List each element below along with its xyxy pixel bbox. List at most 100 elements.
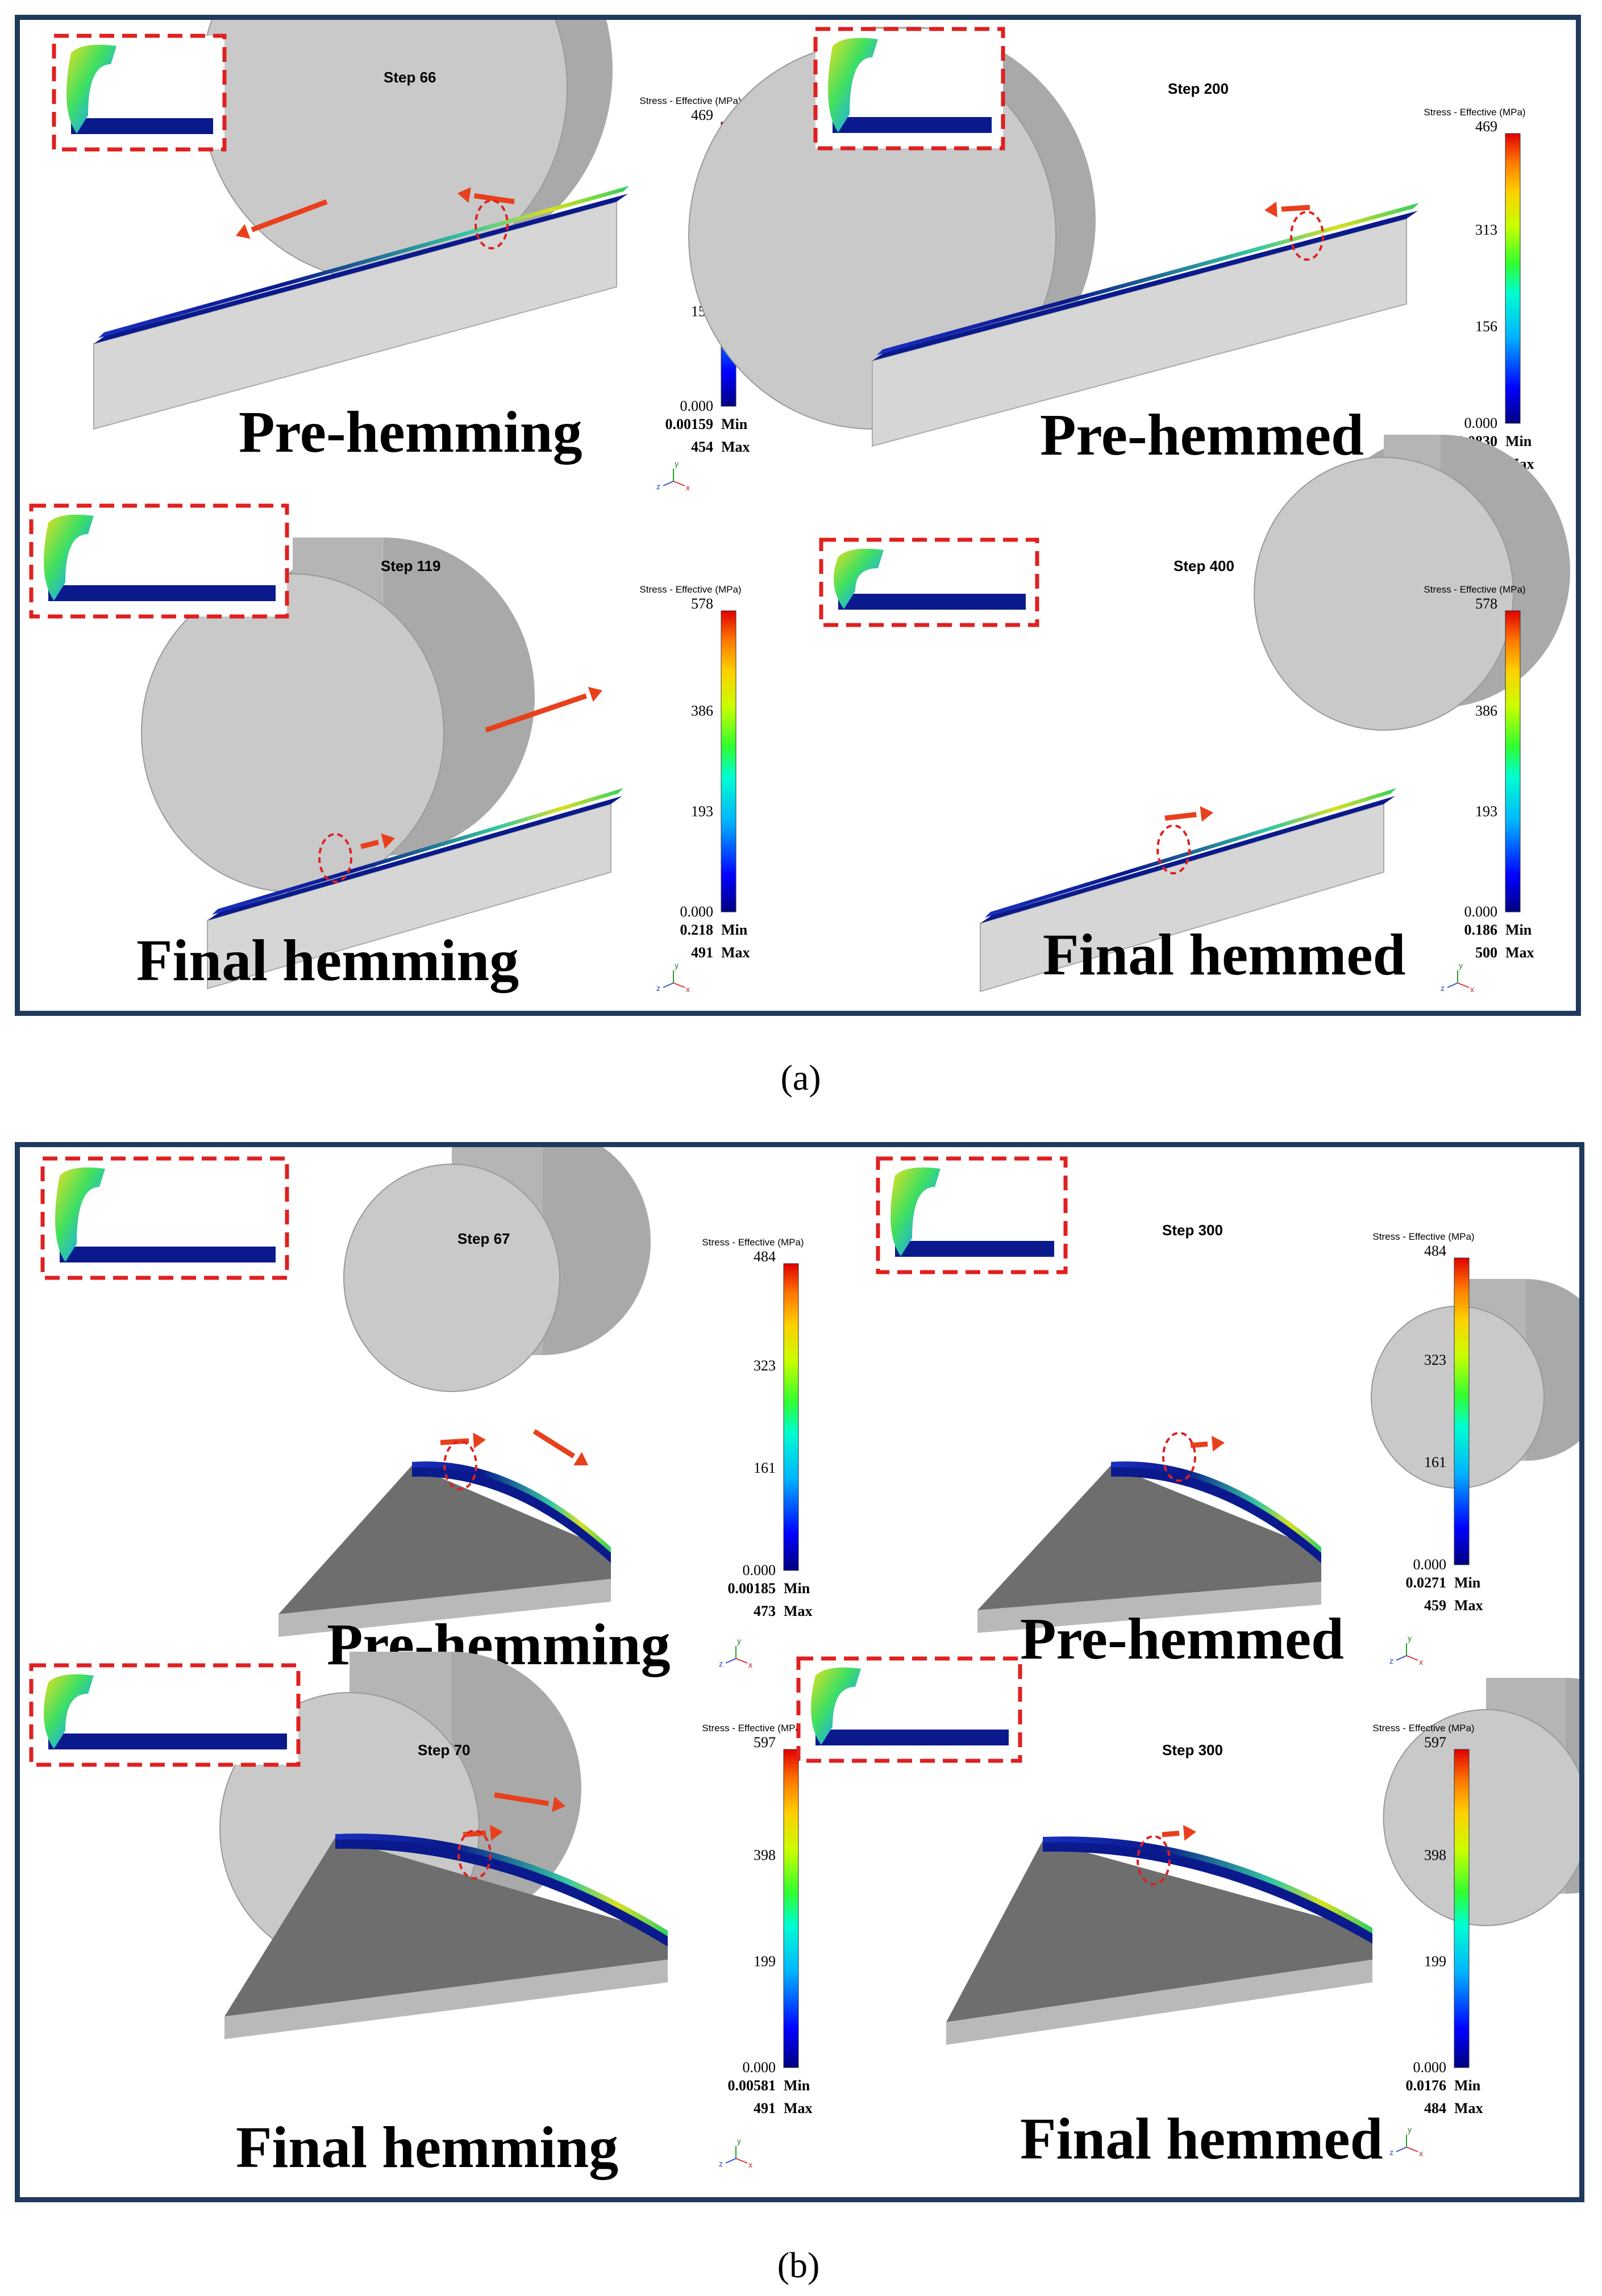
legend-tick-label: 161 — [754, 1460, 776, 1476]
inset-hem-profile — [811, 1667, 861, 1745]
axis-z-label: z — [1389, 1656, 1393, 1665]
legend-tick-label: 597 — [1424, 1734, 1446, 1751]
axis-y-label: y — [675, 961, 679, 970]
stage-label: Pre-hemmed — [1020, 1606, 1344, 1672]
min-label: Min — [1454, 1574, 1481, 1591]
figure-b-caption: (b) — [777, 2245, 820, 2285]
legend-tick-label: 0.000 — [1464, 903, 1498, 920]
step-label: Step 400 — [1174, 557, 1234, 574]
inset-flange — [48, 1734, 287, 1749]
min-label: Min — [721, 416, 748, 432]
min-label: Min — [1505, 433, 1532, 449]
motion-arrow — [1164, 806, 1213, 822]
step-label: Step 70 — [418, 1741, 471, 1759]
max-label: Max — [784, 1603, 813, 1619]
min-value: 0.0271 — [1406, 1574, 1447, 1591]
hemmed-flange — [98, 186, 629, 338]
legend-tick-label: 386 — [691, 703, 713, 719]
legend-tick-label: 578 — [691, 595, 713, 612]
legend-tick-label: 193 — [691, 803, 713, 819]
legend-tick-label: 597 — [754, 1734, 776, 1751]
legend-title: Stress - Effective (MPa) — [1372, 1231, 1474, 1242]
contact-region-marker — [1156, 824, 1191, 874]
max-label: Max — [721, 944, 750, 961]
die-wedge — [946, 1836, 1372, 2045]
axis-x-label: x — [748, 1660, 752, 1669]
inset-hem-profile — [55, 1167, 105, 1262]
axis-z-label: z — [656, 482, 660, 491]
stage-label: Final hemming — [136, 928, 519, 993]
hem-section-inset — [40, 1156, 289, 1280]
legend-tick-label: 323 — [754, 1357, 776, 1374]
axis-y-label: y — [1408, 1634, 1412, 1643]
max-label: Max — [1454, 1597, 1483, 1614]
axis-x-label: x — [1419, 1657, 1423, 1666]
hem-section-inset — [796, 1656, 1022, 1763]
stress-legend: Stress - Effective (MPa)5783861930.0000.… — [639, 584, 750, 961]
die-wedge — [224, 1834, 668, 2039]
motion-arrow — [457, 187, 515, 205]
motion-arrow — [485, 686, 602, 733]
min-value: 0.00185 — [728, 1580, 776, 1597]
max-value: 491 — [691, 944, 713, 961]
roller-face — [343, 1164, 560, 1392]
legend-tick-label: 0.000 — [743, 1562, 776, 1578]
legend-tick-label: 199 — [754, 1953, 776, 1969]
roller-tool — [1383, 1678, 1579, 1926]
min-label: Min — [784, 1580, 810, 1597]
roller-tool — [1254, 435, 1570, 731]
max-label: Max — [1454, 2100, 1483, 2116]
color-scale-bar — [721, 610, 736, 912]
inset-hem-profile — [834, 548, 884, 609]
max-label: Max — [784, 2100, 813, 2116]
axis-triad-icon: yxz — [719, 2136, 752, 2169]
inset-hem-profile — [44, 1674, 94, 1749]
roller-tool — [141, 537, 535, 893]
legend-title: Stress - Effective (MPa) — [1424, 584, 1525, 595]
stress-legend: Stress - Effective (MPa)4693131560.0000.… — [1424, 107, 1534, 472]
axis-triad-icon: y x z — [1389, 1634, 1423, 1666]
contact-region-marker — [475, 199, 509, 249]
axis-y-label: y — [737, 1636, 741, 1645]
legend-tick-label: 193 — [1475, 803, 1497, 819]
color-scale-bar — [783, 1749, 799, 2068]
hem-section-inset — [876, 1156, 1068, 1274]
color-scale-bar — [783, 1263, 799, 1571]
min-label: Min — [1454, 2077, 1481, 2094]
hem-section-inset — [819, 537, 1039, 627]
legend-title: Stress - Effective (MPa) — [702, 1237, 804, 1248]
die-wedge — [977, 1461, 1321, 1633]
inset-flange — [895, 1241, 1054, 1257]
inset-flange — [833, 117, 992, 133]
die-block — [207, 788, 623, 990]
axis-z-label: z — [719, 1659, 723, 1668]
stage-label: Final hemmed — [1020, 2106, 1383, 2172]
stress-legend: Stress - Effective (MPa)5973981990.0000.… — [1372, 1723, 1483, 2116]
stage-label: Pre-hemming — [239, 399, 582, 465]
max-value: 459 — [1424, 1597, 1446, 1614]
stage-label: Pre-hemmed — [1040, 402, 1364, 468]
inset-hem-profile — [44, 514, 94, 601]
workpiece-strip — [94, 194, 628, 344]
legend-tick-label: 484 — [754, 1248, 776, 1265]
legend-tick-label: 0.000 — [680, 398, 714, 414]
motion-arrow — [360, 833, 395, 849]
inset-flange — [71, 118, 213, 134]
stage-label: Final hemming — [236, 2115, 618, 2180]
legend-title: Stress - Effective (MPa) — [639, 584, 741, 595]
motion-arrow — [1264, 201, 1310, 218]
motion-arrow — [440, 1432, 486, 1449]
color-scale-bar — [1505, 610, 1521, 912]
legend-tick-label: 323 — [1424, 1352, 1446, 1368]
max-value: 491 — [754, 2100, 776, 2116]
roller-tool — [1371, 1279, 1579, 1489]
axis-x-label: x — [686, 483, 690, 492]
hem-section-inset — [29, 503, 289, 619]
color-scale-bar — [1454, 1749, 1470, 2068]
hemmed-flange — [985, 788, 1396, 918]
axis-x-label: x — [748, 2160, 752, 2169]
legend-tick-label: 469 — [691, 107, 713, 123]
